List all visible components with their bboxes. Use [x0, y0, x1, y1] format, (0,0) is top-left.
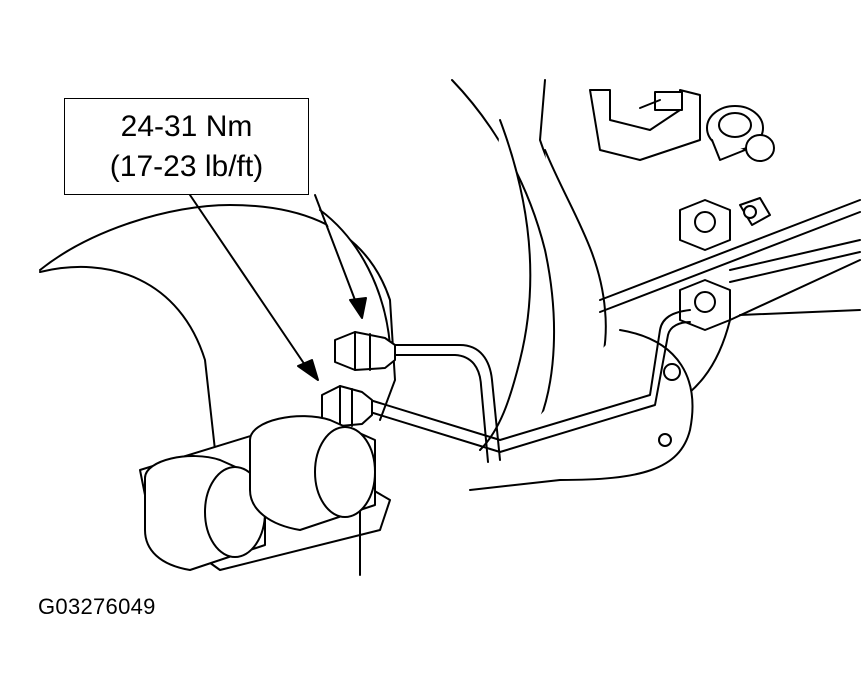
callout-leader-upper	[314, 194, 356, 301]
cooler-line-lower	[369, 309, 691, 453]
shroud-inner	[39, 265, 216, 451]
housing-flange-edge	[479, 119, 532, 451]
figure-id-label: G03276049	[38, 594, 156, 619]
cylinder-right	[249, 415, 376, 531]
callout-arrow-upper	[349, 297, 367, 319]
mounting-bolt-upper	[706, 105, 775, 162]
callout-arrow-lower	[297, 359, 319, 381]
cooler-line-upper-right	[599, 199, 861, 313]
cooler-line-upper	[394, 344, 501, 463]
upper-bracket	[589, 89, 701, 161]
cooler-line-clamp	[679, 197, 771, 331]
upper-fitting	[334, 331, 396, 371]
cylinder-left	[144, 455, 266, 571]
callout-leader-lower	[189, 194, 306, 366]
bracket-hole	[658, 433, 672, 447]
torque-imperial-label: (17-23 lb/ft)	[109, 149, 264, 183]
bracket-hole-upper	[663, 363, 681, 381]
torque-callout: 24-31 Nm (17-23 lb/ft)	[64, 98, 309, 195]
dust-cover	[319, 209, 391, 346]
cooler-line-lower-right	[729, 239, 861, 316]
square-block	[639, 91, 683, 111]
torque-metric-label: 24-31 Nm	[120, 109, 253, 143]
